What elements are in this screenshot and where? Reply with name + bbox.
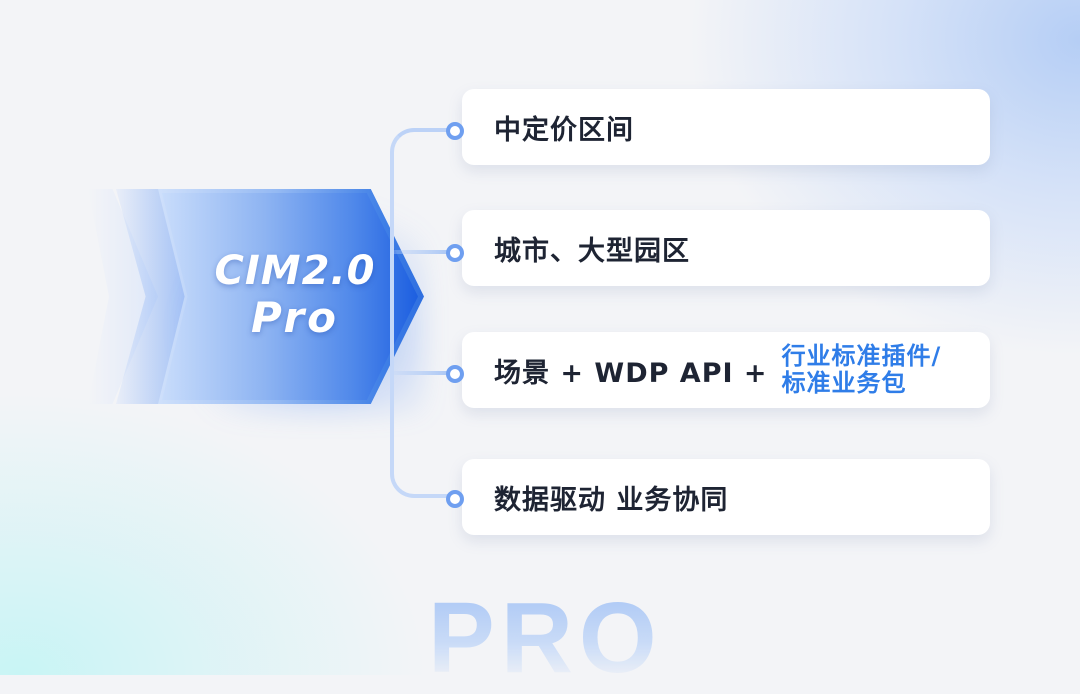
card-text: 城市、大型园区: [494, 235, 690, 267]
connector-dot-icon: [446, 122, 464, 140]
feature-card-pricing: 中定价区间: [462, 89, 990, 165]
main-arrow: [162, 193, 418, 400]
connector-dot-icon: [446, 244, 464, 262]
feature-card-stack: 场景 + WDP API + 行业标准插件/ 标准业务包: [462, 332, 990, 408]
card-text: 数据驱动 业务协同: [494, 484, 729, 516]
card-text: 中定价区间: [494, 114, 634, 146]
watermark-text: PRO: [428, 582, 663, 694]
arrow-title: CIM2.0 Pro: [190, 250, 400, 340]
highlight-line1: 行业标准插件/: [781, 342, 942, 371]
card-highlight: 行业标准插件/ 标准业务包: [782, 343, 942, 397]
arrow-title-line1: CIM2.0: [214, 248, 376, 294]
feature-card-scope: 城市、大型园区: [462, 210, 990, 286]
card-text: 场景 + WDP API +: [494, 357, 768, 389]
connector-line: [394, 371, 450, 375]
arrow-title-line2: Pro: [250, 293, 340, 342]
connector-dot-icon: [446, 365, 464, 383]
connector-line: [394, 250, 450, 254]
highlight-line2: 标准业务包: [781, 369, 907, 397]
feature-card-data: 数据驱动 业务协同: [462, 459, 990, 535]
connector-bracket: [390, 128, 450, 498]
connector-dot-icon: [446, 490, 464, 508]
